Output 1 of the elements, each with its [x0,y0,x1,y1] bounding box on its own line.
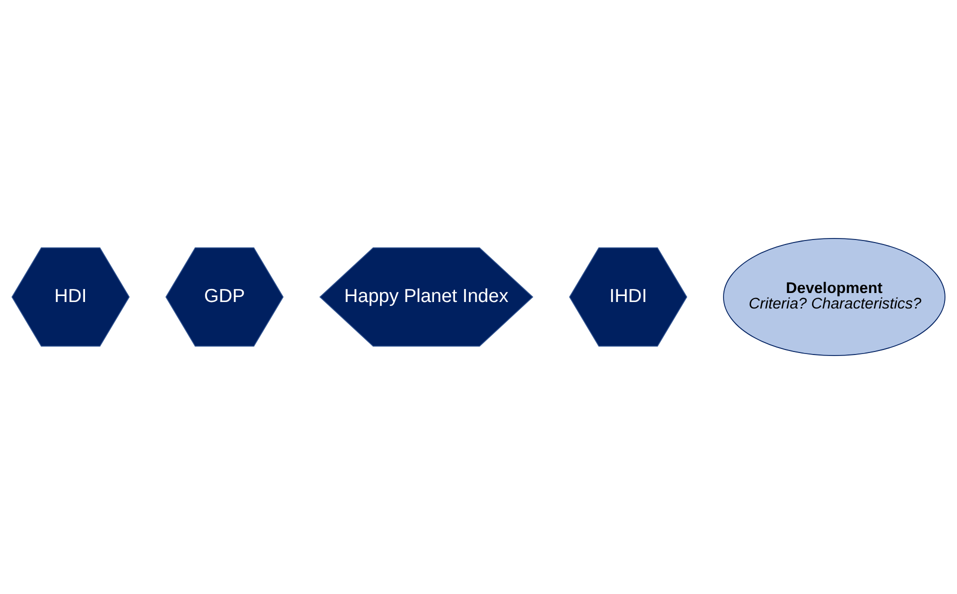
node-ellipse: Development Criteria? Characteristics? [723,238,946,356]
